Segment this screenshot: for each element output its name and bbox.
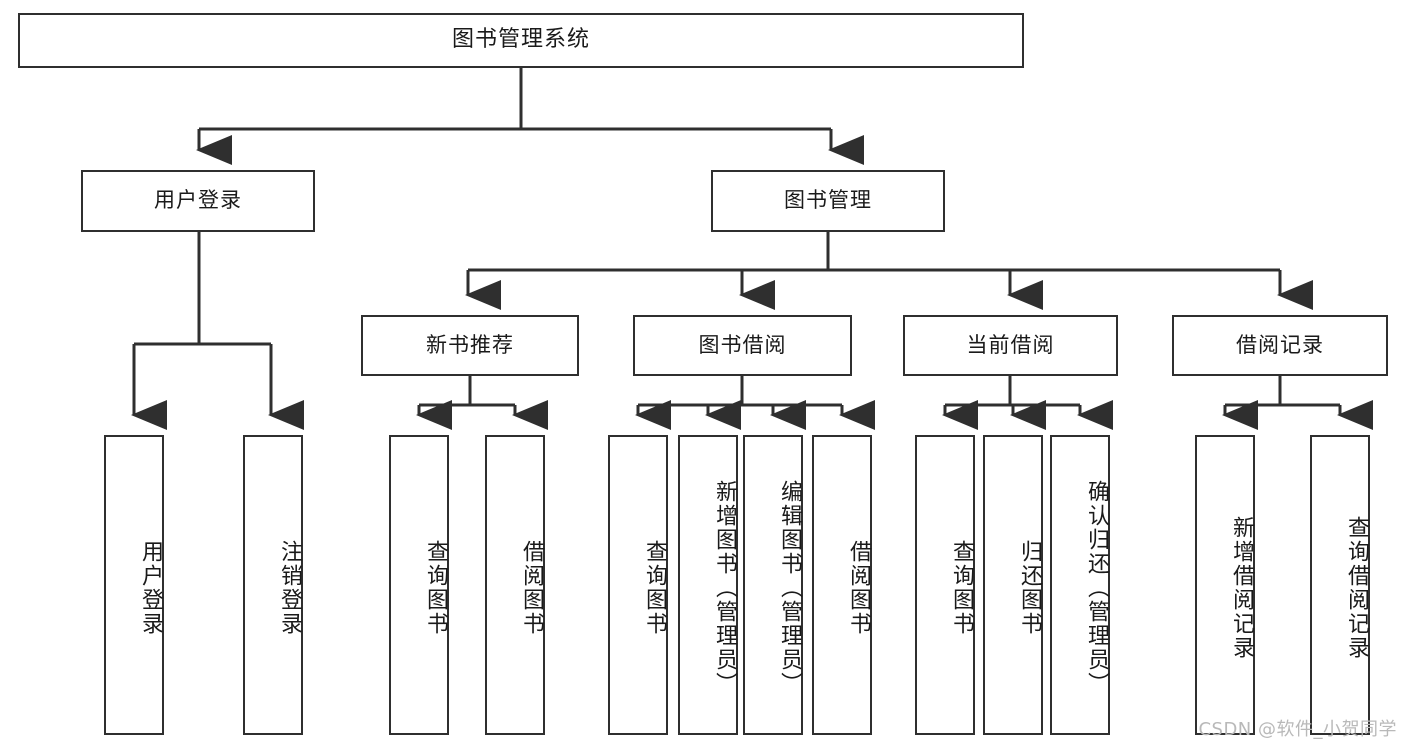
node-user-login[interactable]: 用户登录	[81, 170, 315, 232]
node-book-management[interactable]: 图书管理	[711, 170, 945, 232]
leaf-new-book-query[interactable]: 查询图书	[389, 435, 449, 735]
node-borrow-record[interactable]: 借阅记录	[1172, 315, 1388, 376]
leaf-label: 用户登录	[138, 540, 163, 636]
node-new-book-recommend[interactable]: 新书推荐	[361, 315, 579, 376]
leaf-book-borrow-add[interactable]: 新增图书（管理员）	[678, 435, 738, 735]
leaf-borrow-record-query[interactable]: 查询借阅记录	[1310, 435, 1370, 735]
leaf-label: 新增图书（管理员）	[712, 480, 737, 696]
leaf-label: 查询图书	[423, 540, 448, 636]
leaf-current-borrow-return[interactable]: 归还图书	[983, 435, 1043, 735]
leaf-current-borrow-query[interactable]: 查询图书	[915, 435, 975, 735]
leaf-label: 借阅图书	[519, 540, 544, 636]
node-book-borrow[interactable]: 图书借阅	[633, 315, 852, 376]
leaf-label: 借阅图书	[846, 540, 871, 636]
leaf-label: 查询图书	[949, 540, 974, 636]
node-root[interactable]: 图书管理系统	[18, 13, 1024, 68]
leaf-book-borrow-query[interactable]: 查询图书	[608, 435, 668, 735]
leaf-label: 查询借阅记录	[1344, 516, 1369, 660]
leaf-label: 归还图书	[1017, 540, 1042, 636]
leaf-new-book-borrow[interactable]: 借阅图书	[485, 435, 545, 735]
leaf-user-login-login[interactable]: 用户登录	[104, 435, 164, 735]
leaf-book-borrow-edit[interactable]: 编辑图书（管理员）	[743, 435, 803, 735]
leaf-label: 注销登录	[277, 540, 302, 636]
leaf-label: 新增借阅记录	[1229, 516, 1254, 660]
leaf-borrow-record-add[interactable]: 新增借阅记录	[1195, 435, 1255, 735]
leaf-book-borrow-borrow[interactable]: 借阅图书	[812, 435, 872, 735]
leaf-user-login-logout[interactable]: 注销登录	[243, 435, 303, 735]
leaf-label: 查询图书	[642, 540, 667, 636]
leaf-current-borrow-confirm-return[interactable]: 确认归还（管理员）	[1050, 435, 1110, 735]
leaf-label: 编辑图书（管理员）	[777, 480, 802, 696]
watermark-text: CSDN @软件_小贺同学	[1198, 719, 1397, 740]
leaf-label: 确认归还（管理员）	[1084, 480, 1109, 696]
node-current-borrow[interactable]: 当前借阅	[903, 315, 1118, 376]
